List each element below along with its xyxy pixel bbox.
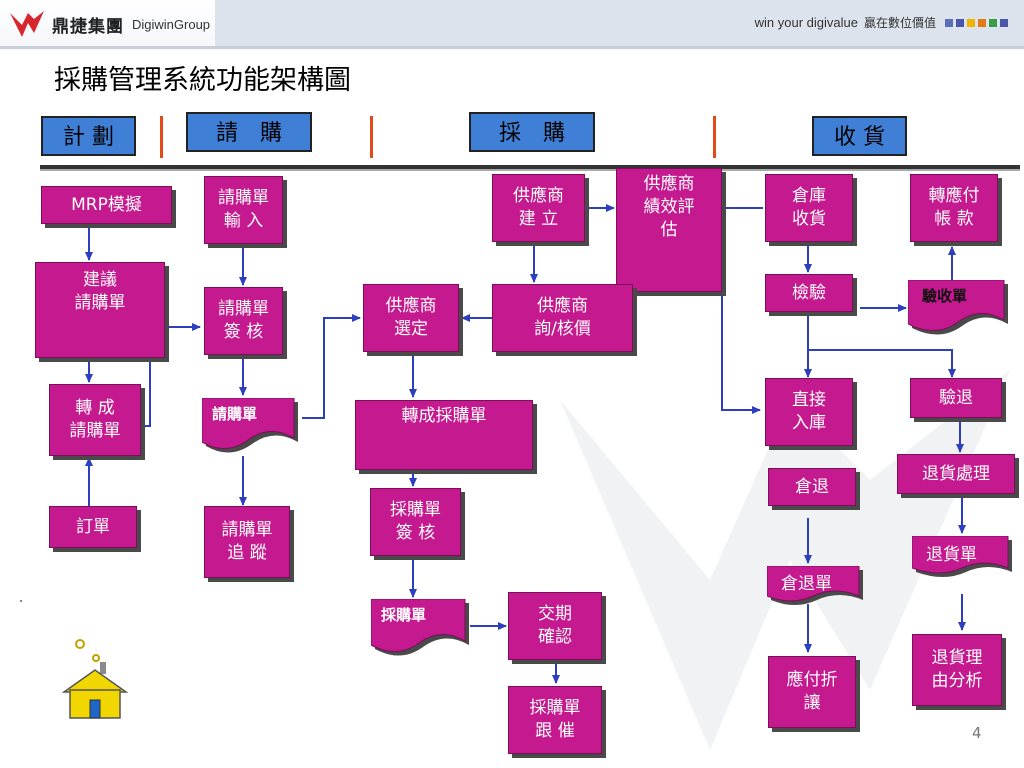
node-payable-discount: 應付折 讓 — [768, 656, 856, 728]
color-square — [945, 18, 953, 27]
slogan: win your digivalue 贏在數位價值 — [755, 14, 1008, 31]
node-wh-receive: 倉庫 收貨 — [765, 174, 853, 242]
doc-wh-return: 倉退單 — [767, 566, 867, 606]
slogan-en: win your digivalue — [754, 15, 858, 30]
color-square — [967, 18, 975, 27]
doc-return-label: 退貨單 — [926, 545, 977, 565]
digiwin-logo-icon — [10, 11, 44, 37]
color-square — [956, 18, 964, 27]
node-insp-return: 驗退 — [910, 378, 1002, 418]
phase-plan: 計 劃 — [41, 116, 136, 156]
node-inspect: 檢驗 — [765, 274, 853, 312]
slogan-zh: 贏在數位價值 — [863, 16, 936, 30]
phase-separator — [713, 116, 716, 158]
brand-en: DigiwinGroup — [132, 16, 211, 32]
doc-po-label: 採購單 — [381, 606, 427, 624]
doc-po: 採購單 — [371, 599, 473, 659]
node-vendor-perf: 供應商 績效評 估 — [616, 168, 722, 292]
doc-wh-return-label: 倉退單 — [781, 574, 832, 594]
node-po-followup: 採購單 跟 催 — [508, 686, 602, 754]
doc-receipt: 驗收單 — [908, 280, 1012, 338]
phase-separator — [370, 116, 373, 158]
node-pr-approve: 請購單 簽 核 — [204, 287, 283, 355]
node-suggest-pr: 建議 請購單 — [35, 262, 165, 358]
page-number: 4 — [972, 724, 982, 742]
node-vendor-create: 供應商 建 立 — [492, 174, 585, 242]
phase-receiving: 收 貨 — [812, 116, 907, 156]
color-square — [989, 18, 997, 27]
node-direct-stock: 直接 入庫 — [765, 378, 853, 446]
node-to-payable: 轉應付 帳 款 — [910, 174, 998, 242]
node-vendor-quote: 供應商 詢/核價 — [492, 284, 633, 352]
header-divider — [0, 46, 1024, 49]
node-pr-track: 請購單 追 蹤 — [204, 506, 290, 578]
node-to-po: 轉成採購單 — [355, 400, 533, 470]
brand-logo: 鼎捷集團 DigiwinGroup — [8, 8, 210, 40]
brand-name: 鼎捷集團 — [52, 16, 124, 37]
phase-purchase: 採 購 — [469, 112, 595, 152]
doc-receipt-label: 驗收單 — [922, 287, 968, 305]
node-wh-return: 倉退 — [768, 468, 856, 506]
page-title: 採購管理系統功能架構圖 — [54, 65, 351, 96]
header-band — [215, 0, 1024, 46]
doc-pr: 請購單 — [202, 398, 302, 456]
phase-requisition: 請 購 — [186, 112, 312, 152]
node-mrp: MRP模擬 — [41, 186, 172, 224]
node-to-pr: 轉 成 請購單 — [49, 384, 141, 456]
timeline-rule — [40, 165, 1020, 169]
doc-return: 退貨單 — [912, 536, 1016, 580]
doc-pr-label: 請購單 — [212, 405, 258, 423]
home-icon[interactable] — [62, 636, 128, 720]
phase-separator — [160, 116, 163, 158]
node-return-analysis: 退貨理 由分析 — [912, 634, 1002, 706]
node-delivery-confirm: 交期 確認 — [508, 592, 602, 660]
node-order: 訂單 — [49, 506, 137, 548]
node-vendor-select: 供應商 選定 — [363, 284, 459, 352]
node-pr-input: 請購單 輸 入 — [204, 176, 283, 244]
node-po-approve: 採購單 簽 核 — [370, 488, 461, 556]
header-bar: 鼎捷集團 DigiwinGroup win your digivalue 贏在數… — [0, 0, 1024, 50]
stray-dot — [20, 600, 22, 602]
color-square — [1000, 18, 1008, 27]
node-return-process: 退貨處理 — [897, 454, 1015, 494]
timeline-rule-shadow — [40, 169, 1020, 171]
color-square — [978, 18, 986, 27]
